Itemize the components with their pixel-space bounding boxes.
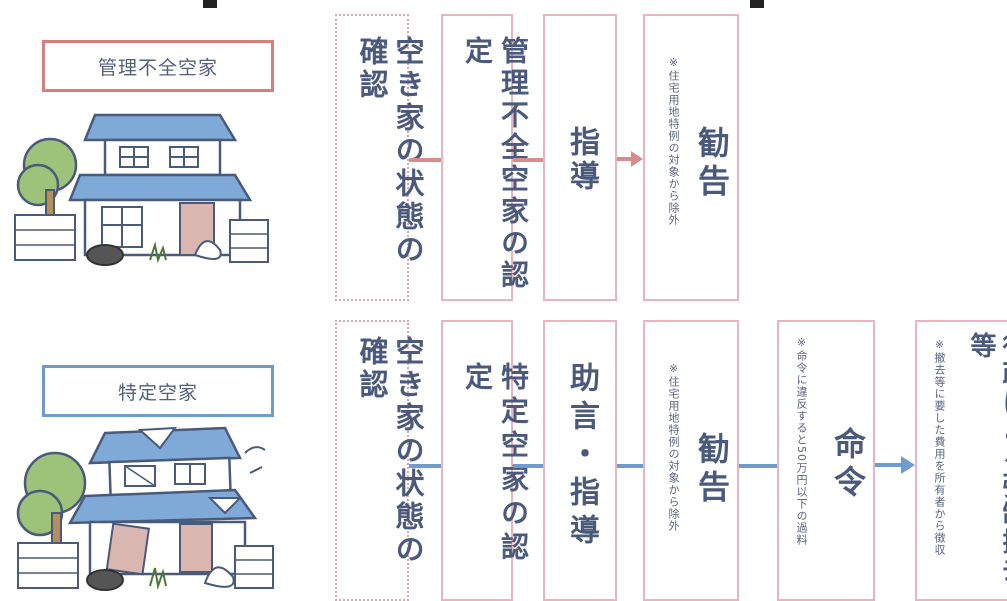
row2-step-advice-text: 助言・指導 xyxy=(564,362,599,552)
row2-label: 特定空家 xyxy=(42,365,274,417)
row2-step-removal-text: 行政による強制撤去等 xyxy=(966,332,1007,584)
row1-connector-1 xyxy=(409,158,441,162)
row1-label: 管理不全空家 xyxy=(42,40,274,92)
unmanaged-vacant-house-illustration xyxy=(14,113,269,266)
row2-step-recommend-note: ※住宅用地特例の対象から除外 xyxy=(667,362,680,532)
row2-step-recommend-box: ※住宅用地特例の対象から除外 勧告 xyxy=(643,320,739,601)
row1-arrow-icon xyxy=(617,151,643,167)
top-mark-left xyxy=(203,0,217,8)
row1-connector-2 xyxy=(513,158,543,162)
top-mark-right xyxy=(750,0,764,8)
row2-step-order-box: ※命令に違反すると50万円以下の過料 命令 xyxy=(777,320,875,601)
row1-step-confirm-text: 空き家の状態の確認 xyxy=(355,36,425,267)
row1-step-recommend-note: ※住宅用地特例の対象から除外 xyxy=(667,56,680,226)
row2-step-certify-box: 特定空家の認定 xyxy=(441,320,530,601)
row1-step-certify-text: 管理不全空家の認定 xyxy=(461,36,530,292)
row2-step-confirm-text: 空き家の状態の確認 xyxy=(355,336,425,567)
row2-step-advice-box: 助言・指導 xyxy=(543,320,617,601)
row2-label-text: 特定空家 xyxy=(117,381,198,404)
row2-step-removal-box: ※撤去等に要した費用を所有者から徴収 行政による強制撤去等 xyxy=(915,320,1007,601)
row2-step-order-text: 命令 xyxy=(829,427,867,503)
row1-step-recommend-box: ※住宅用地特例の対象から除外 勧告 xyxy=(643,14,739,301)
row1-step-confirm-box: 空き家の状態の確認 xyxy=(335,14,425,301)
specified-vacant-house-illustration xyxy=(16,426,274,591)
row2-connector-4 xyxy=(739,464,777,468)
row2-step-order-note: ※命令に違反すると50万円以下の過料 xyxy=(795,336,808,546)
row1-label-text: 管理不全空家 xyxy=(97,56,218,79)
row2-step-certify-text: 特定空家の認定 xyxy=(461,362,530,566)
row1-step-recommend-text: 勧告 xyxy=(693,126,731,202)
row2-step-recommend-text: 勧告 xyxy=(693,432,731,508)
row1-step-guidance-box: 指導 xyxy=(543,14,617,301)
row2-connector-3 xyxy=(617,464,643,468)
row2-connector-2 xyxy=(513,464,543,468)
row1-step-guidance-text: 指導 xyxy=(564,126,599,194)
row2-step-removal-note: ※撤去等に要した費用を所有者から徴収 xyxy=(933,338,946,556)
row1-step-certify-box: 管理不全空家の認定 xyxy=(441,14,530,301)
row2-arrow-icon xyxy=(875,456,915,474)
row2-connector-1 xyxy=(409,464,441,468)
row2-step-confirm-box: 空き家の状態の確認 xyxy=(335,320,425,601)
